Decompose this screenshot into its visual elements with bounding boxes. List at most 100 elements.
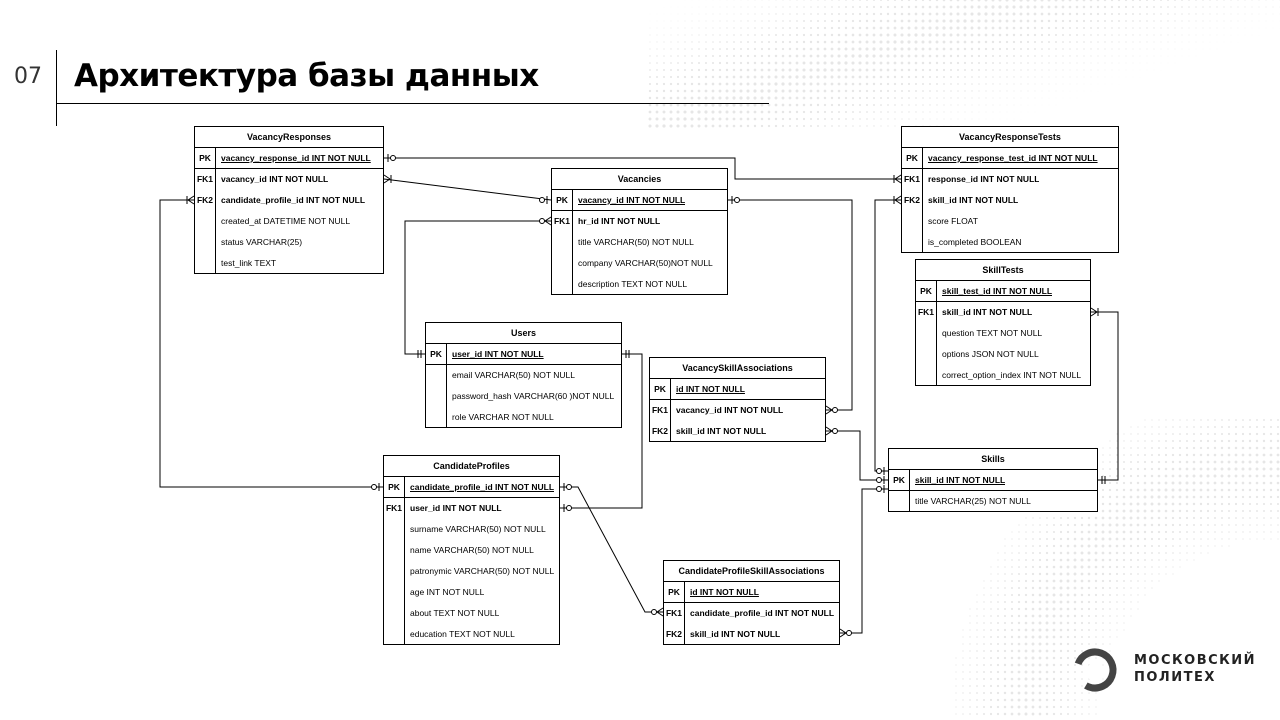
key-label: FK2	[902, 190, 923, 211]
entity-field-row: options JSON NOT NULL	[916, 344, 1090, 365]
key-label	[384, 519, 405, 540]
connector-profileskillassociations-to-skills	[840, 488, 888, 634]
moscow-polytech-logo-icon	[1073, 648, 1117, 692]
entity-field-row: question TEXT NOT NULL	[916, 323, 1090, 344]
key-label: PK	[195, 148, 216, 168]
entity-field-row: education TEXT NOT NULL	[384, 624, 559, 645]
field-name: title VARCHAR(50) NOT NULL	[578, 237, 694, 247]
connector-vacancyresponses-to-vacancies	[383, 178, 552, 201]
entity-field-row: is_completed BOOLEAN	[902, 232, 1118, 253]
key-label: PK	[664, 582, 685, 602]
field-name: candidate_profile_id INT NOT NULL	[690, 608, 835, 618]
key-label: FK2	[664, 624, 685, 645]
key-label: FK1	[195, 169, 216, 190]
entity-field-row: FK1 vacancy_id INT NOT NULL	[195, 169, 383, 190]
entity-title: CandidateProfileSkillAssociations	[664, 561, 839, 582]
end-marker	[563, 483, 572, 491]
key-label	[902, 211, 923, 232]
logo-line-2: ПОЛИТЕХ	[1134, 670, 1216, 685]
field-name: vacancy_id INT NOT NULL	[578, 195, 686, 205]
field-name: surname VARCHAR(50) NOT NULL	[410, 524, 546, 534]
end-marker	[417, 350, 422, 358]
field-name: password_hash VARCHAR(60 )NOT NULL	[452, 391, 615, 401]
end-marker	[1101, 476, 1106, 484]
end-marker	[563, 504, 572, 512]
entity-field-row: title VARCHAR(25) NOT NULL	[889, 491, 1097, 512]
key-label	[195, 232, 216, 253]
field-name: user_id INT NOT NULL	[452, 349, 544, 359]
field-name: test_link TEXT	[221, 258, 277, 268]
key-label: FK2	[195, 190, 216, 211]
end-marker	[893, 195, 902, 205]
connector-candidateprofiles-to-profileskillassociations	[560, 486, 663, 613]
slide-number: 07	[14, 64, 42, 89]
key-label: PK	[384, 477, 405, 497]
field-name: user_id INT NOT NULL	[410, 503, 502, 513]
field-name: skill_id INT NOT NULL	[915, 475, 1006, 485]
end-marker	[876, 485, 885, 493]
key-label: FK1	[902, 169, 923, 190]
field-name: created_at DATETIME NOT NULL	[221, 216, 351, 226]
field-name: vacancy_response_test_id INT NOT NULL	[928, 153, 1098, 163]
entity-title: VacancySkillAssociations	[650, 358, 825, 379]
key-label	[552, 232, 573, 253]
end-marker	[539, 196, 548, 204]
entity-title: VacancyResponseTests	[902, 127, 1118, 148]
header-vertical-divider	[56, 50, 57, 126]
key-label	[195, 253, 216, 274]
logo-wordmark: МОСКОВСКИЙ ПОЛИТЕХ	[1134, 652, 1256, 686]
end-marker	[731, 196, 740, 204]
key-label	[889, 491, 910, 512]
field-name: vacancy_id INT NOT NULL	[221, 174, 329, 184]
field-name: name VARCHAR(50) NOT NULL	[410, 545, 534, 555]
key-label	[916, 365, 937, 386]
field-name: question TEXT NOT NULL	[942, 328, 1043, 338]
entity-field-row: role VARCHAR NOT NULL	[426, 407, 621, 428]
field-name: role VARCHAR NOT NULL	[452, 412, 554, 422]
entity-title: Users	[426, 323, 621, 344]
field-name: skill_id INT NOT NULL	[690, 629, 781, 639]
entity-title: SkillTests	[916, 260, 1090, 281]
key-label: FK2	[650, 421, 671, 442]
key-label: FK1	[650, 400, 671, 421]
field-name: skill_id INT NOT NULL	[942, 307, 1033, 317]
header-underline	[56, 103, 769, 104]
field-name: education TEXT NOT NULL	[410, 629, 515, 639]
end-marker	[371, 483, 380, 491]
key-label: FK1	[384, 498, 405, 519]
key-label: FK1	[664, 603, 685, 624]
field-name: id INT NOT NULL	[690, 587, 759, 597]
field-name: candidate_profile_id INT NOT NULL	[410, 482, 555, 492]
field-name: skill_id INT NOT NULL	[928, 195, 1019, 205]
key-label: PK	[650, 379, 671, 399]
entity-field-row: FK2 candidate_profile_id INT NOT NULL	[195, 190, 383, 211]
page-title: Архитектура базы данных	[74, 58, 539, 94]
entity-field-row: password_hash VARCHAR(60 )NOT NULL	[426, 386, 621, 407]
field-name: title VARCHAR(25) NOT NULL	[915, 496, 1031, 506]
field-name: description TEXT NOT NULL	[578, 279, 688, 289]
end-marker	[839, 628, 852, 638]
entity-field-row: PK id INT NOT NULL	[664, 582, 839, 603]
end-marker	[186, 195, 195, 205]
end-marker	[1090, 307, 1099, 317]
entity-field-row: about TEXT NOT NULL	[384, 603, 559, 624]
connector-vacancyresponses-to-responsetests	[384, 157, 901, 180]
key-label	[384, 582, 405, 603]
field-name: candidate_profile_id INT NOT NULL	[221, 195, 366, 205]
key-label	[384, 603, 405, 624]
entity-field-row: company VARCHAR(50)NOT NULL	[552, 253, 727, 274]
entity-field-row: title VARCHAR(50) NOT NULL	[552, 232, 727, 253]
key-label	[552, 253, 573, 274]
